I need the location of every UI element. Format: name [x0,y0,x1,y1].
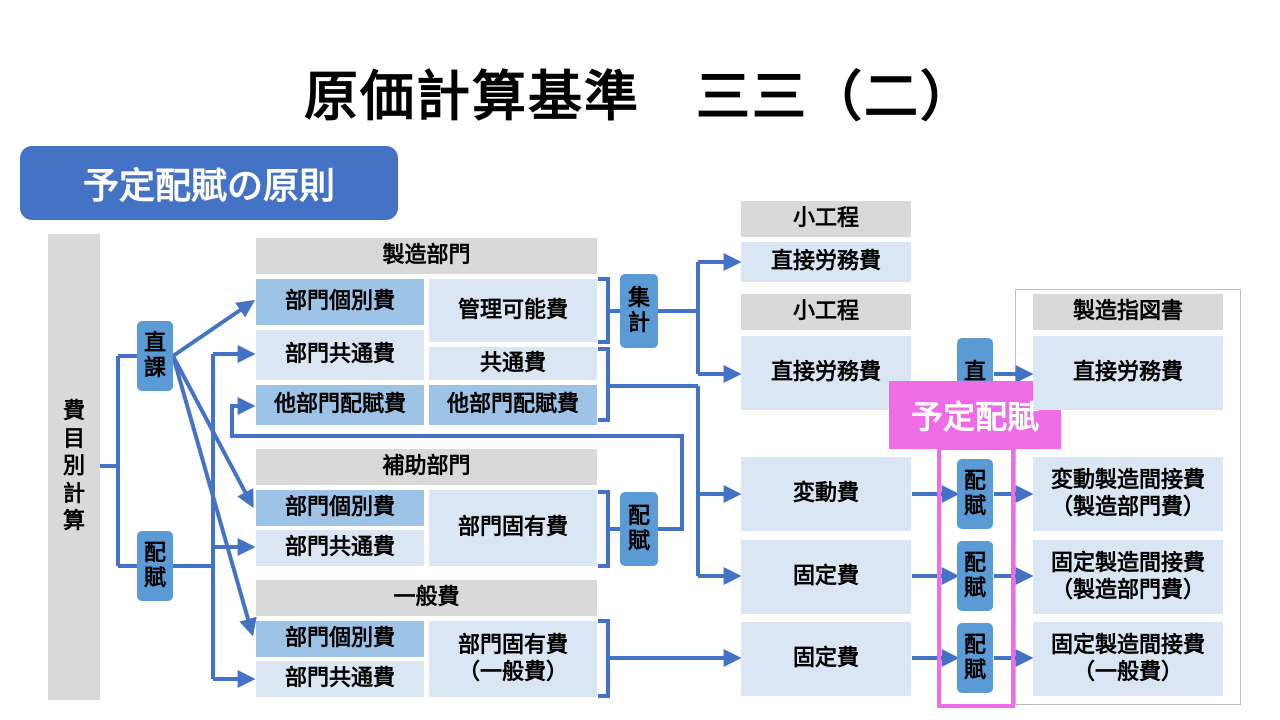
common-cost: 共通費 [429,347,597,380]
direct-charge-pill: 直 課 [137,321,173,391]
aux-dept-individual-cost: 部門個別費 [256,490,424,526]
mfg-dept-individual-cost: 部門個別費 [256,279,424,325]
cost-item-char: 算 [62,509,85,535]
principle-badge: 予定配賦の原則 [20,146,398,220]
sub-process-header-2: 小工程 [741,294,911,330]
sub-process-header-1: 小工程 [741,201,911,237]
fixed-overhead-line1: 固定製造間接費 [1050,550,1205,576]
mfg-other-dept-alloc-cost: 他部門配賦費 [256,385,424,425]
cost-item-calc-column: 費 目 別 計 算 [48,234,100,700]
pill-char: 直 [143,330,166,356]
fixed-overhead-general-line2: （一般費） [1072,660,1183,685]
pill-char: 配 [627,503,650,529]
variable-overhead: 変動製造間接費 （製造部門費） [1033,457,1223,531]
pill-char: 配 [963,550,986,576]
pill-char: 賦 [963,576,986,601]
pill-char: 賦 [143,566,166,591]
cost-item-char: 計 [62,481,85,507]
production-order-direct-labor: 直接労務費 [1033,336,1223,410]
aggregate-pill: 集 計 [620,274,658,348]
aux-dept-specific-cost: 部門固有費 [429,490,597,566]
pill-char: 配 [143,540,166,566]
sub-process-direct-labor-1: 直接労務費 [741,242,911,282]
gen-dept-common-cost: 部門共通費 [256,661,424,697]
variable-overhead-line1: 変動製造間接費 [1050,467,1205,493]
alloc-pill-variable: 配 賦 [957,459,993,529]
fixed-cost-2: 固定費 [741,622,911,696]
fixed-cost-1: 固定費 [741,540,911,614]
auxiliary-dept-header: 補助部門 [256,449,597,485]
page-title: 原価計算基準 三三（二） [304,65,976,128]
pill-char: 集 [627,285,650,311]
pill-char: 計 [627,311,650,336]
cost-item-char: 費 [62,399,85,425]
predetermined-alloc-highlight [937,446,1015,708]
other-dept-alloc-cost-right: 他部門配賦費 [429,385,597,425]
gen-specific-line1: 部門固有費 [457,632,568,658]
allocation-pill: 配 賦 [137,531,173,601]
pill-char: 賦 [963,658,986,683]
pill-char: 課 [143,356,166,381]
predetermined-alloc-label: 予定配賦 [889,381,1061,449]
gen-specific-line2: （一般費） [457,660,568,685]
pill-char: 配 [963,468,986,494]
fixed-overhead-mfg: 固定製造間接費 （製造部門費） [1033,540,1223,614]
pill-char: 賦 [627,529,650,554]
alloc-pill-fixed-1: 配 賦 [957,541,993,611]
pill-char: 直 [963,360,986,386]
alloc-pill-fixed-2: 配 賦 [957,623,993,693]
variable-cost: 変動費 [741,457,911,531]
production-order-header: 製造指図書 [1033,294,1223,330]
gen-dept-specific-cost: 部門固有費 （一般費） [429,621,597,697]
sub-process-direct-labor-2: 直接労務費 [741,336,911,410]
aux-dept-common-cost: 部門共通費 [256,530,424,566]
cost-item-char: 別 [62,454,85,480]
variable-overhead-line2: （製造部門費） [1050,495,1205,520]
cost-item-char: 目 [62,426,85,452]
general-expense-header: 一般費 [256,580,597,616]
manufacturing-dept-header: 製造部門 [256,238,597,274]
mfg-dept-common-cost: 部門共通費 [256,330,424,380]
gen-dept-individual-cost: 部門個別費 [256,621,424,657]
fixed-overhead-general-line1: 固定製造間接費 [1050,632,1205,658]
aux-allocation-pill: 配 賦 [620,492,658,566]
fixed-overhead-line2: （製造部門費） [1050,578,1205,603]
pill-char: 配 [963,632,986,658]
manageable-cost: 管理可能費 [429,279,597,342]
pill-char: 賦 [963,494,986,519]
fixed-overhead-general: 固定製造間接費 （一般費） [1033,622,1223,696]
